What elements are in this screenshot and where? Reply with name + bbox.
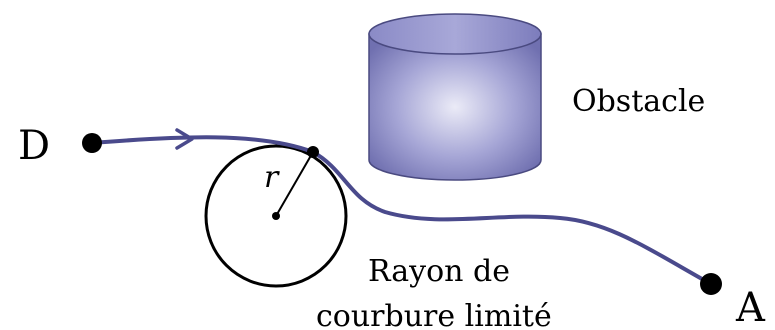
start-label: D	[18, 123, 50, 169]
curvature-label-line1: Rayon de	[368, 254, 510, 289]
obstacle-top	[368, 13, 542, 55]
obstacle-body	[368, 33, 542, 181]
radius-line	[275, 151, 314, 217]
tangent-point	[307, 146, 319, 158]
obstacle-label: Obstacle	[572, 84, 705, 119]
circle-center-point	[272, 212, 280, 220]
trajectory-path	[90, 135, 713, 286]
end-point	[700, 273, 722, 295]
radius-label: r	[264, 160, 280, 195]
obstacle-cylinder	[368, 13, 542, 181]
curvature-label-line2: courbure limité	[316, 299, 552, 330]
end-label: A	[735, 285, 766, 330]
start-point	[82, 133, 102, 153]
direction-arrow	[175, 128, 194, 150]
curvature-circle	[204, 144, 348, 288]
